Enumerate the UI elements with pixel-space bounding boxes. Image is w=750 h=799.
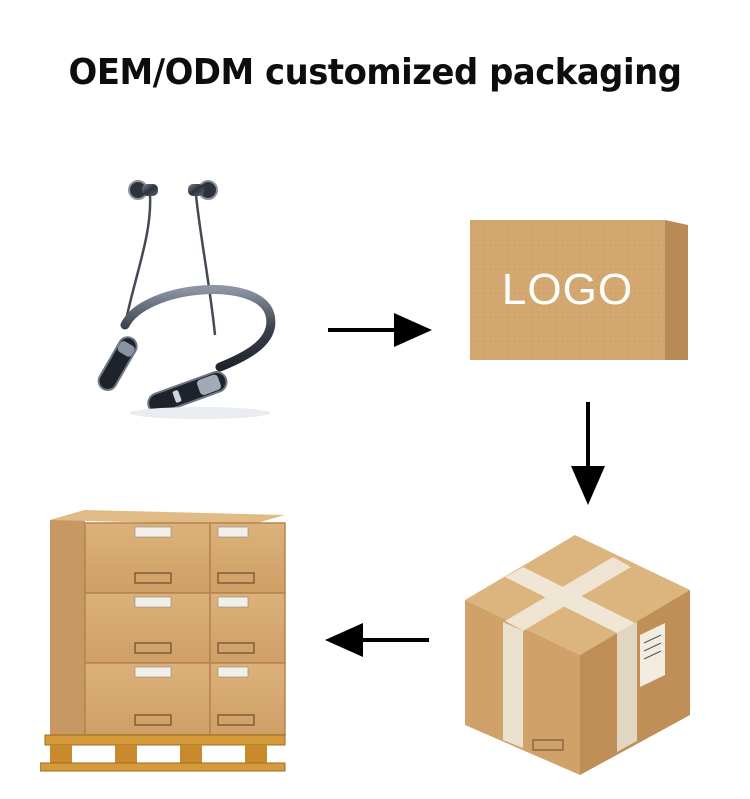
page-title: OEM/ODM customized packaging (68, 52, 682, 93)
box-logo-text: LOGO (501, 265, 634, 314)
left-earbud (128, 180, 158, 200)
logo-gift-box-icon (470, 220, 690, 365)
pallet (40, 734, 286, 772)
neckband-earphones-icon (97, 180, 276, 419)
palletized-cartons-icon (40, 505, 295, 775)
arrow-left-icon (323, 620, 429, 660)
neckband-earphones-image (90, 175, 290, 425)
arrow-down-icon (568, 402, 608, 507)
shipping-carton-icon (465, 535, 695, 775)
right-earbud (188, 180, 218, 200)
arrow-right-icon (328, 310, 434, 350)
